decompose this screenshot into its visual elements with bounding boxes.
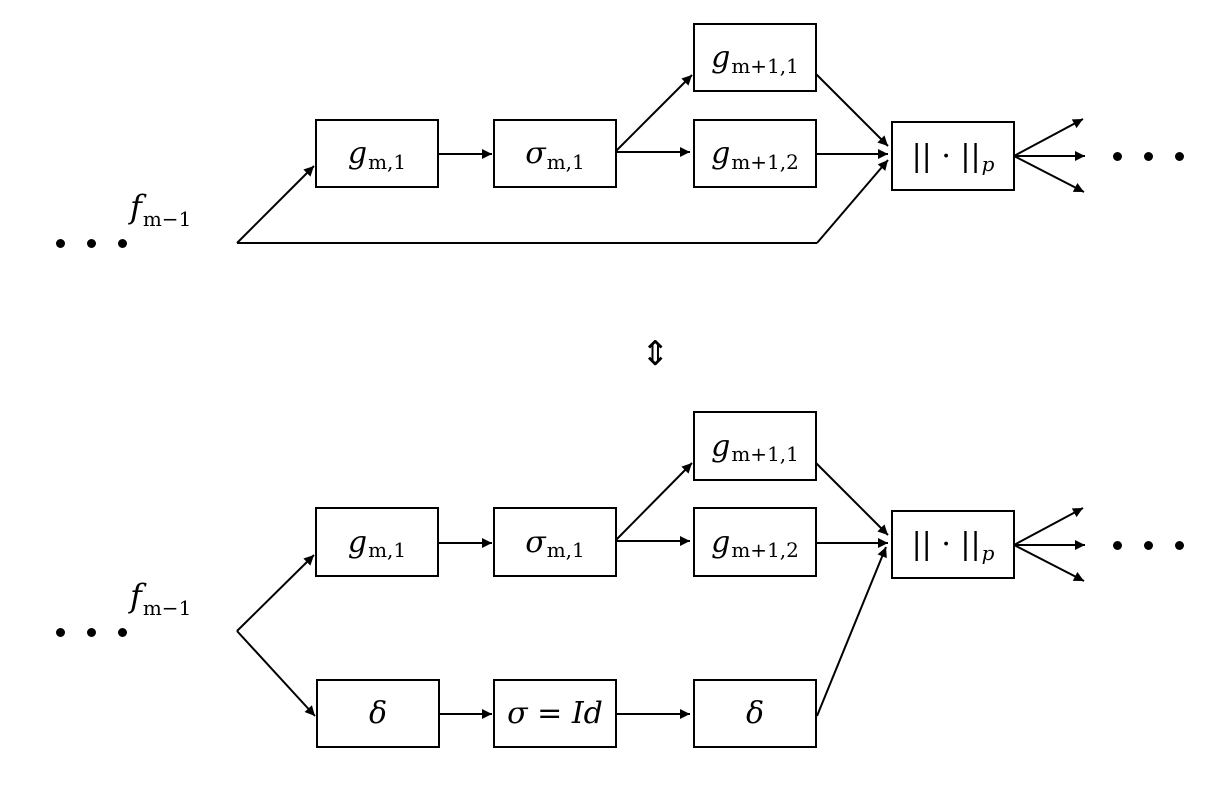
node-delta-2-bottom: δ xyxy=(693,679,817,748)
edge-gmp11-to-norm-bottom xyxy=(815,462,889,536)
edge-norm-out-down-top xyxy=(1013,155,1085,193)
node-sigma-id-bottom: σ = Id xyxy=(493,679,617,748)
edge-input-to-delta1-bottom xyxy=(236,630,316,717)
input-label-top: fm−1 xyxy=(130,188,192,231)
input-label-bottom: fm−1 xyxy=(130,577,192,620)
ellipsis-right-top xyxy=(1113,152,1184,161)
edge-input-to-gm1-top xyxy=(236,165,315,244)
node-delta-1-bottom: δ xyxy=(316,679,440,748)
edge-delta2-to-norm-bottom xyxy=(816,546,887,717)
edge-sigma-to-gmp11-bottom xyxy=(615,462,693,541)
edge-norm-out-up-top xyxy=(1013,118,1084,157)
node-norm-bottom: || · ||p xyxy=(891,510,1015,579)
edge-norm-out-down-bottom xyxy=(1013,544,1085,582)
edge-skip-to-norm-top xyxy=(816,159,889,244)
edge-norm-out-up-bottom xyxy=(1013,507,1084,546)
edge-gmp11-to-norm-top xyxy=(815,73,889,147)
node-norm-top: || · ||p xyxy=(891,121,1015,191)
ellipsis-left-top xyxy=(56,239,127,248)
equivalence-symbol: ⇕ xyxy=(641,334,670,374)
edge-input-to-gm1-bottom xyxy=(236,554,315,632)
edge-sigma-to-gmp11-top xyxy=(615,74,693,152)
ellipsis-right-bottom xyxy=(1113,541,1184,550)
ellipsis-left-bottom xyxy=(56,628,127,637)
